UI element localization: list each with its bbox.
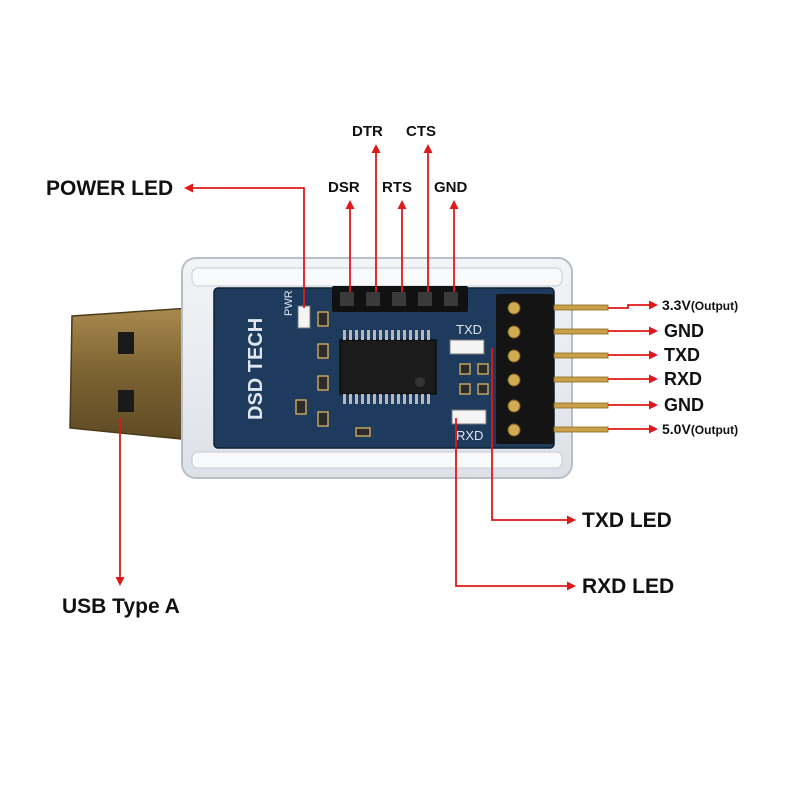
side-pin-gnd1-label: GND xyxy=(664,321,704,341)
side-pin-gnd2-label: GND xyxy=(664,395,704,415)
usb-hole-top xyxy=(118,332,134,354)
rxd-led-label: RXD LED xyxy=(582,575,675,598)
top-pin-header xyxy=(332,286,468,312)
arrow-txd-led xyxy=(491,348,576,525)
ic-chip xyxy=(339,330,437,404)
arrow-rxd-led xyxy=(455,418,576,591)
rxd-led-component xyxy=(451,409,487,425)
arrow-pin-3v3 xyxy=(608,300,658,310)
side-pin-txd-label: TXD xyxy=(664,345,700,365)
pin-dtr-label: DTR xyxy=(352,123,383,140)
txd-led-component xyxy=(449,339,485,355)
pin-gnd-top-label: GND xyxy=(434,179,468,196)
side-pin-rxd-label: RXD xyxy=(664,369,703,389)
power-led-component xyxy=(297,305,311,329)
rxd-silkscreen: RXD xyxy=(456,428,483,443)
usb-type-a-label: USB Type A xyxy=(62,595,180,618)
pwr-silkscreen: PWR xyxy=(283,290,295,316)
txd-silkscreen: TXD xyxy=(456,322,482,337)
pin-cts-label: CTS xyxy=(406,123,436,140)
side-pin-3v3-label: 3.3V(Output) xyxy=(662,297,739,313)
side-pin-5v-label: 5.0V(Output) xyxy=(662,421,739,437)
pin-dsr-label: DSR xyxy=(328,179,360,196)
power-led-label: POWER LED xyxy=(46,177,174,200)
pin-rts-label: RTS xyxy=(382,179,412,196)
brand-silkscreen: DSD TECH xyxy=(245,318,267,420)
arrow-power-led xyxy=(184,183,305,308)
side-pin-header xyxy=(496,294,609,444)
callout-arrows xyxy=(115,144,658,591)
smd-components xyxy=(295,311,489,437)
txd-led-label: TXD LED xyxy=(582,509,672,532)
usb-hole-bottom xyxy=(118,390,134,412)
